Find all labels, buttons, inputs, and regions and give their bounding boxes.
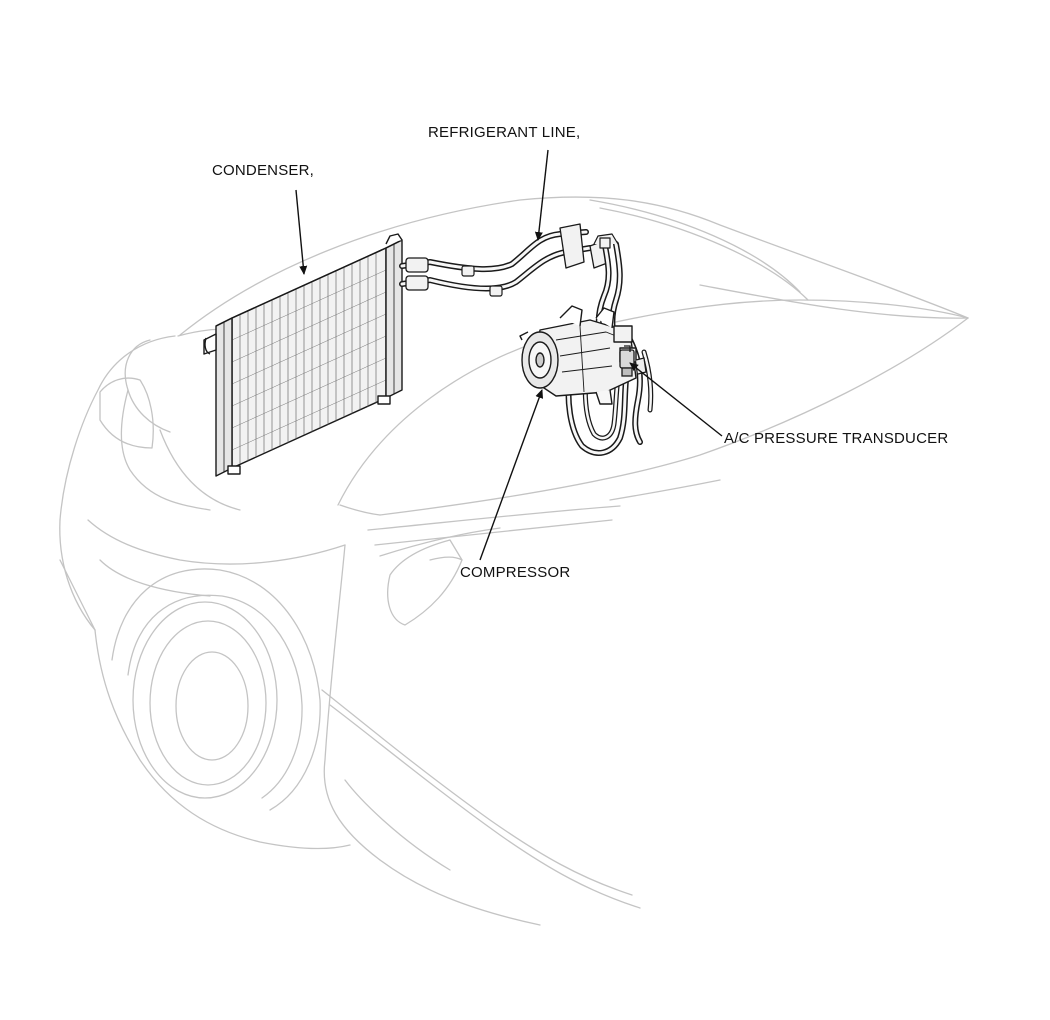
refrigerant-line-label: REFRIGERANT LINE, [428, 124, 581, 141]
callout-leaders [295, 149, 723, 561]
refrigerant-line-leader-arrow [534, 149, 549, 241]
condenser-drawing [203, 233, 403, 477]
condenser-label: CONDENSER, [212, 162, 315, 179]
compressor-leader-arrow [479, 389, 544, 561]
compressor-drawing [519, 305, 637, 405]
vehicle-body-outline [59, 196, 969, 926]
pressure-transducer-leader-arrow [629, 362, 723, 437]
compressor-label: COMPRESSOR [460, 564, 571, 581]
refrigerant-lines-drawing [399, 223, 654, 456]
condenser-leader-arrow [295, 189, 308, 275]
pressure-transducer-label: A/C PRESSURE TRANSDUCER [724, 430, 949, 447]
